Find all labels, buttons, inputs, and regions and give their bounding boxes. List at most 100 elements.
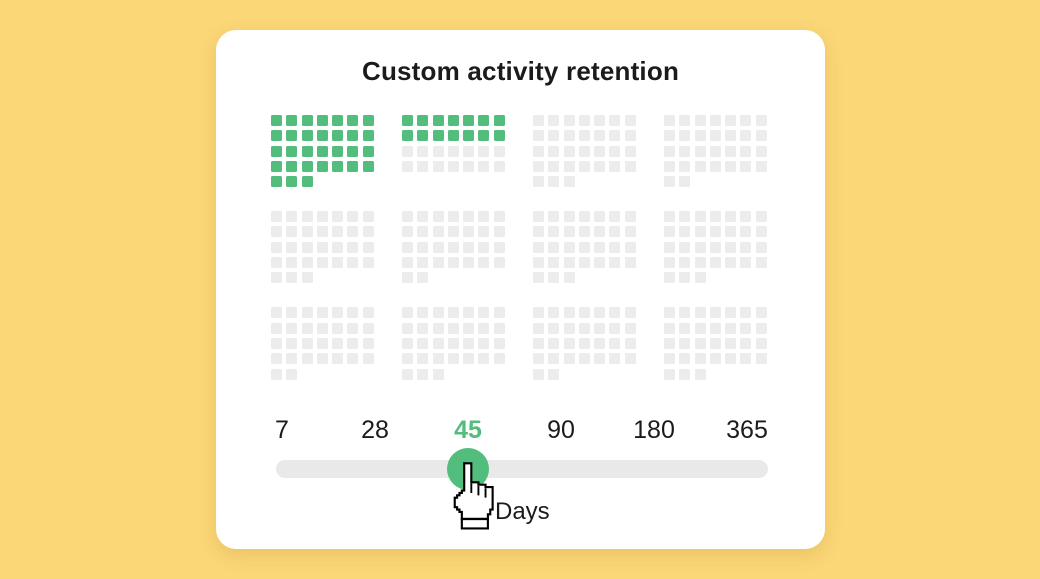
day-square <box>694 211 706 223</box>
day-square <box>694 115 706 126</box>
day-square <box>725 226 737 238</box>
day-square <box>679 272 691 284</box>
day-square <box>725 307 737 319</box>
day-square <box>755 307 767 319</box>
day-square <box>493 337 505 349</box>
day-square <box>548 130 560 142</box>
day-square <box>664 226 675 238</box>
day-square <box>432 211 444 223</box>
days-unit-label: Days <box>495 498 550 525</box>
month-group-4 <box>664 115 767 188</box>
day-square <box>301 160 313 172</box>
day-square <box>362 337 374 349</box>
day-square <box>402 272 413 284</box>
day-square <box>417 145 429 157</box>
day-square <box>301 257 313 269</box>
day-square <box>709 257 721 269</box>
day-square <box>694 241 706 253</box>
day-square <box>664 307 675 319</box>
day-square <box>709 337 721 349</box>
day-square <box>609 211 621 223</box>
day-square <box>432 145 444 157</box>
day-square <box>347 307 359 319</box>
day-square <box>463 211 475 223</box>
day-square <box>347 257 359 269</box>
day-square <box>694 160 706 172</box>
day-square <box>563 307 575 319</box>
card-title: Custom activity retention <box>361 56 680 86</box>
day-square <box>301 145 313 157</box>
day-square <box>271 257 282 269</box>
day-square <box>478 145 490 157</box>
day-square <box>679 337 691 349</box>
day-square <box>740 145 752 157</box>
day-square <box>609 322 621 334</box>
day-square <box>578 211 590 223</box>
day-square <box>664 368 675 380</box>
day-square <box>624 307 636 319</box>
day-square <box>740 226 752 238</box>
day-square <box>417 353 429 365</box>
day-square <box>332 322 344 334</box>
slider-track[interactable] <box>276 448 768 490</box>
day-square <box>332 353 344 365</box>
day-square <box>578 241 590 253</box>
day-square <box>332 241 344 253</box>
day-square <box>447 130 459 142</box>
day-square <box>402 115 413 126</box>
day-square <box>447 160 459 172</box>
day-square <box>548 307 560 319</box>
slider-stop-label-45: 45 <box>454 416 482 444</box>
day-square <box>271 226 282 238</box>
day-square <box>447 353 459 365</box>
day-square <box>609 241 621 253</box>
day-square <box>563 353 575 365</box>
day-square <box>740 115 752 126</box>
day-square <box>286 130 298 142</box>
day-square <box>664 353 675 365</box>
day-square <box>533 241 544 253</box>
day-square <box>533 176 544 188</box>
day-square <box>271 160 282 172</box>
day-square <box>402 322 413 334</box>
day-square <box>271 307 282 319</box>
day-square <box>624 145 636 157</box>
day-square <box>694 145 706 157</box>
day-square <box>271 115 282 126</box>
day-square <box>563 322 575 334</box>
day-square <box>402 368 413 380</box>
day-square <box>478 257 490 269</box>
day-square <box>332 307 344 319</box>
day-square <box>578 322 590 334</box>
day-square <box>548 368 560 380</box>
day-square <box>402 353 413 365</box>
day-square <box>624 115 636 126</box>
day-square <box>402 160 413 172</box>
month-group-3 <box>533 115 636 188</box>
day-square <box>447 322 459 334</box>
day-square <box>417 226 429 238</box>
day-square <box>548 115 560 126</box>
day-square <box>533 337 544 349</box>
day-square <box>694 272 706 284</box>
day-square <box>694 337 706 349</box>
day-square <box>624 226 636 238</box>
day-square <box>447 241 459 253</box>
day-square <box>271 337 282 349</box>
day-square <box>548 160 560 172</box>
day-square <box>347 211 359 223</box>
day-square <box>594 226 606 238</box>
day-square <box>709 241 721 253</box>
month-group-10 <box>402 307 505 380</box>
day-square <box>362 307 374 319</box>
day-square <box>679 211 691 223</box>
day-square <box>493 115 505 126</box>
day-square <box>332 145 344 157</box>
day-square <box>478 115 490 126</box>
day-square <box>432 307 444 319</box>
day-square <box>679 368 691 380</box>
day-square <box>286 145 298 157</box>
